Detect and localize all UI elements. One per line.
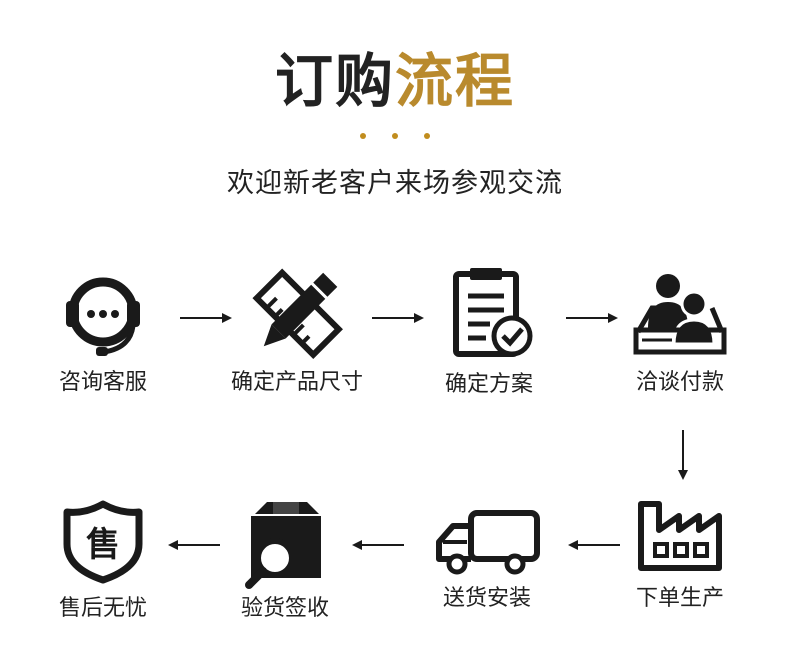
factory-icon <box>638 501 722 571</box>
step-production: 下单生产 <box>590 500 770 614</box>
step-label: 送货安装 <box>442 586 531 611</box>
arrow-right <box>566 313 618 323</box>
step-payment: 洽谈付款 <box>590 268 770 398</box>
step-size: 确定产品尺寸 <box>207 268 387 398</box>
step-consult: 咨询客服 <box>13 268 193 398</box>
clipboard-check-icon <box>453 268 533 357</box>
arrow-left <box>352 540 404 550</box>
headset-icon <box>66 277 140 356</box>
step-label: 售后无忧 <box>58 596 147 621</box>
step-label: 下单生产 <box>635 586 724 611</box>
step-delivery: 送货安装 <box>397 510 577 614</box>
shield-icon: 售 <box>63 500 143 584</box>
title-part-2: 流程 <box>395 47 516 115</box>
step-plan: 确定方案 <box>399 268 579 400</box>
step-inspection: 验货签收 <box>195 500 375 624</box>
shield-character: 售 <box>86 525 120 565</box>
box-magnifier-icon <box>245 502 321 589</box>
step-label: 确定产品尺寸 <box>230 370 363 395</box>
step-label: 咨询客服 <box>58 370 147 395</box>
step-aftersales: 售 售后无忧 <box>13 500 193 624</box>
step-label: 洽谈付款 <box>635 370 724 395</box>
meeting-people-icon <box>633 274 727 355</box>
arrow-right <box>180 313 232 323</box>
subtitle: 欢迎新老客户来场参观交流 <box>227 168 563 199</box>
decorative-dots <box>0 124 790 143</box>
dot <box>360 133 366 139</box>
delivery-truck-icon <box>436 510 540 575</box>
dot <box>424 133 430 139</box>
title-part-1: 订购 <box>274 47 395 115</box>
pencil-ruler-icon <box>252 268 343 359</box>
arrow-left <box>568 540 620 550</box>
step-label: 验货签收 <box>240 596 329 621</box>
page-title: 订购流程 <box>0 44 790 118</box>
dot <box>392 133 398 139</box>
arrow-left <box>168 540 220 550</box>
arrow-right <box>372 313 424 323</box>
step-label: 确定方案 <box>444 372 533 397</box>
arrow-down <box>678 430 688 480</box>
